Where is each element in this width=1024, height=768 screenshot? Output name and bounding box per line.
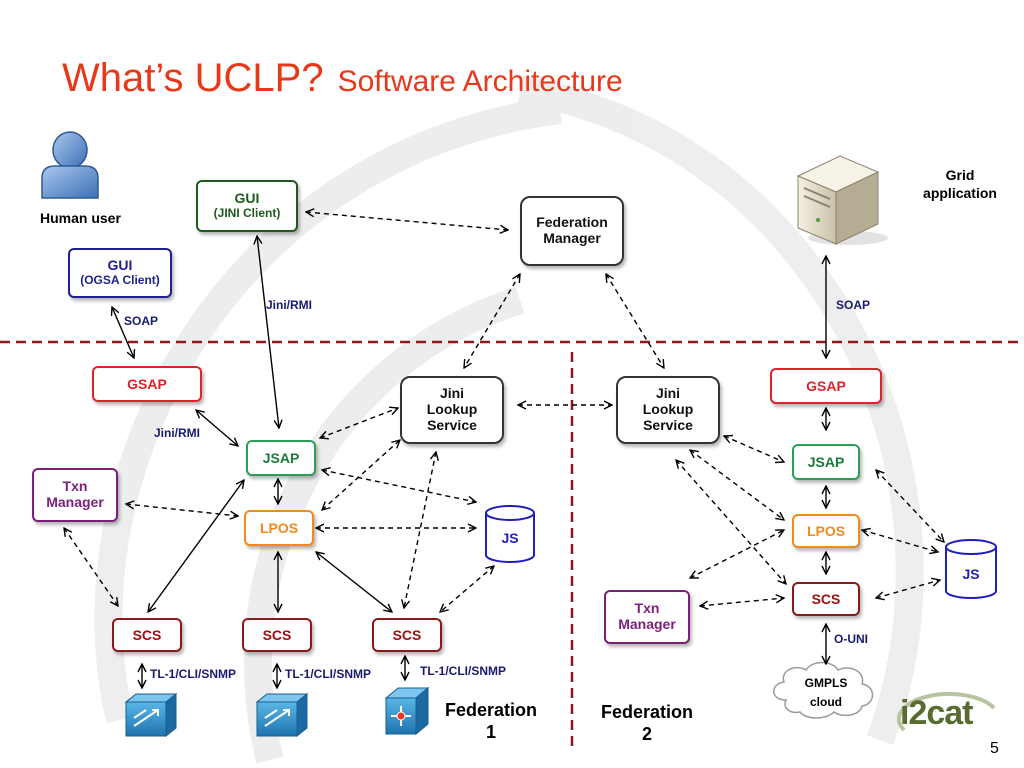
tl1-label-1: TL-1/CLI/SNMP (150, 667, 236, 681)
tl1-label-3: TL-1/CLI/SNMP (420, 664, 506, 678)
soap-label-left: SOAP (124, 314, 159, 328)
gmpls-cloud-shape (773, 661, 874, 719)
gui-jini-client-box: GUI (JINI Client) (196, 180, 298, 232)
txn-manager-box-2: Txn Manager (604, 590, 690, 644)
txn-manager-box-1: Txn Manager (32, 468, 118, 522)
logo-text: i2cat (900, 694, 973, 732)
js-database-1: JS (484, 504, 536, 564)
gui-ogsa-client-box: GUI (OGSA Client) (68, 248, 172, 298)
layer3-switch-icon (384, 686, 430, 736)
title-sub: Software Architecture (337, 65, 623, 98)
database-icon (945, 539, 997, 599)
jsap-box-1: JSAP (246, 440, 316, 476)
optical-switch-icon-2 (255, 692, 309, 738)
human-user-icon (41, 131, 99, 199)
solid-connectors (112, 236, 826, 688)
title-main: What’s UCLP? (62, 56, 324, 100)
scs-box-4: SCS (792, 582, 860, 616)
logo-swoosh-icon (896, 691, 996, 732)
database-icon (485, 505, 535, 563)
grid-application-label: Grid application (923, 167, 997, 202)
tl1-label-2: TL-1/CLI/SNMP (285, 667, 371, 681)
jsap-box-2: JSAP (792, 444, 860, 480)
jini-rmi-label-left: Jini/RMI (154, 426, 201, 440)
slide-title: What’s UCLP? Software Architecture (62, 56, 623, 101)
server-icon (796, 155, 888, 245)
lpos-box-1: LPOS (244, 510, 314, 546)
js-database-2: JS (944, 538, 998, 600)
jini-lookup-service-box-2: Jini Lookup Service (616, 376, 720, 444)
dashed-connectors (64, 212, 944, 612)
human-user-label: Human user (40, 210, 121, 226)
optical-switch-icon-1 (124, 692, 178, 738)
gsap-box-1: GSAP (92, 366, 202, 402)
js-label-1: JS (501, 530, 519, 546)
page-number: 5 (990, 740, 999, 757)
soap-label-right: SOAP (836, 298, 871, 312)
gsap-box-2: GSAP (770, 368, 882, 404)
scs-box-1: SCS (112, 618, 182, 652)
i2cat-logo: i2cat (894, 686, 1004, 746)
scs-box-3: SCS (372, 618, 442, 652)
jini-rmi-label-top: Jini/RMI (266, 298, 313, 312)
js-label-2: JS (962, 566, 980, 582)
federation-2-label: Federation 2 (600, 702, 693, 744)
federation-1-label: Federation 1 (444, 700, 537, 742)
gmpls-cloud-label: GMPLS cloud (804, 676, 848, 710)
o-uni-label: O-UNI (834, 632, 868, 646)
federation-manager-box: Federation Manager (520, 196, 624, 266)
jini-lookup-service-box-1: Jini Lookup Service (400, 376, 504, 444)
lpos-box-2: LPOS (792, 514, 860, 548)
scs-box-2: SCS (242, 618, 312, 652)
